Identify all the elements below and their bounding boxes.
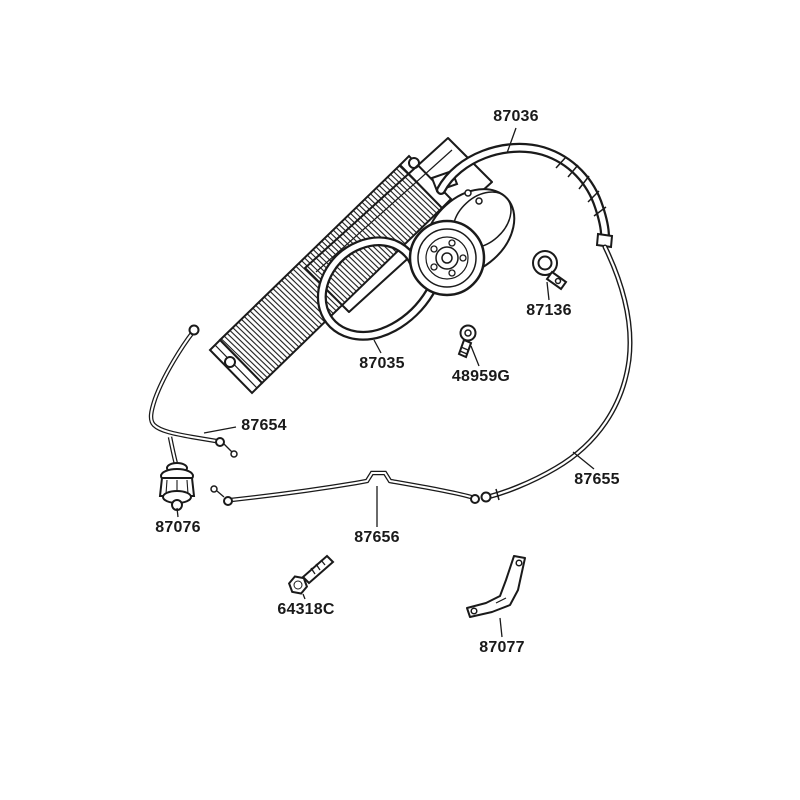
part-label-87076: 87076 [155,519,201,536]
pipe-87655 [480,244,633,503]
compressor-drawing [408,169,516,297]
bracket-87077 [466,555,526,618]
part-label-87136: 87136 [526,302,572,319]
part-label-87656: 87656 [354,529,400,546]
bolt-64318C [287,554,335,595]
bolt-48959G [457,324,477,359]
part-label-87035: 87035 [359,355,405,372]
frame-drawing [304,137,493,313]
hose-87035 [316,236,435,341]
clamp-87136 [532,250,568,291]
part-label-48959G: 48959G [451,368,511,385]
part-label-87654: 87654 [241,417,287,434]
part-label-87655: 87655 [574,471,620,488]
part-label-87036: 87036 [493,108,539,125]
pipe-87656 [210,470,480,506]
hose-87036 [436,142,614,249]
pipe-87654 [148,324,238,465]
leader-lines [176,127,595,638]
part-label-87077: 87077 [479,639,525,656]
valve-87076 [158,462,196,511]
part-label-64318C: 64318C [277,601,335,618]
